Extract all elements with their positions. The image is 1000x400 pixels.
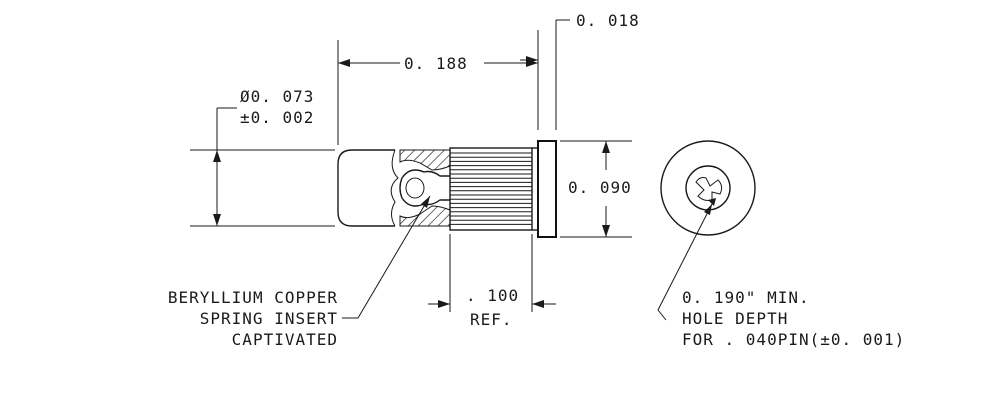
note-hole-line1: 0. 190" MIN. xyxy=(682,288,810,307)
note-hole-line3: FOR . 040PIN(±0. 001) xyxy=(682,330,905,349)
dimension-flange-height: 0. 090 xyxy=(560,140,632,238)
insert-cavity xyxy=(405,177,425,199)
knurled-section xyxy=(449,147,533,231)
body-outline xyxy=(337,149,395,227)
dimension-overall-length: 0. 188 xyxy=(337,40,538,145)
side-view xyxy=(337,140,557,238)
dim-diameter-text: Ø0. 073 xyxy=(240,87,314,106)
end-view-outer-circle xyxy=(660,140,756,236)
note-spring-insert: BERYLLIUM COPPER SPRING INSERT CAPTIVATE… xyxy=(168,195,431,349)
insert-hatch-top xyxy=(399,149,451,171)
note-hole-depth: 0. 190" MIN. HOLE DEPTH FOR . 040PIN(±0.… xyxy=(657,203,905,349)
dimension-diameter: Ø0. 073 ±0. 002 xyxy=(190,87,335,227)
end-view-hole-circle xyxy=(685,165,731,211)
note-insert-line1: BERYLLIUM COPPER xyxy=(168,288,338,307)
dim-knurl-ref-text: REF. xyxy=(470,310,513,329)
note-insert-line2: SPRING INSERT xyxy=(200,309,338,328)
flange xyxy=(537,140,557,238)
break-edge xyxy=(390,149,399,227)
knurl-lines xyxy=(450,152,532,225)
end-view xyxy=(660,140,756,236)
dim-tolerance-text: ±0. 002 xyxy=(240,108,314,127)
dim-overall-length-text: 0. 188 xyxy=(404,54,468,73)
dimension-flange-thickness: 0. 018 xyxy=(520,11,640,130)
dim-flange-thickness-text: 0. 018 xyxy=(576,11,640,30)
note-insert-line3: CAPTIVATED xyxy=(232,330,338,349)
insert-hatch-bottom xyxy=(399,205,451,227)
dim-knurl-length-text: . 100 xyxy=(466,286,519,305)
dim-flange-height-text: 0. 090 xyxy=(568,178,632,197)
end-view-spring-fingers xyxy=(695,177,723,201)
dimension-knurl-length: . 100 REF. xyxy=(428,234,556,329)
note-hole-line2: HOLE DEPTH xyxy=(682,309,788,328)
end-view-slot xyxy=(708,198,716,206)
